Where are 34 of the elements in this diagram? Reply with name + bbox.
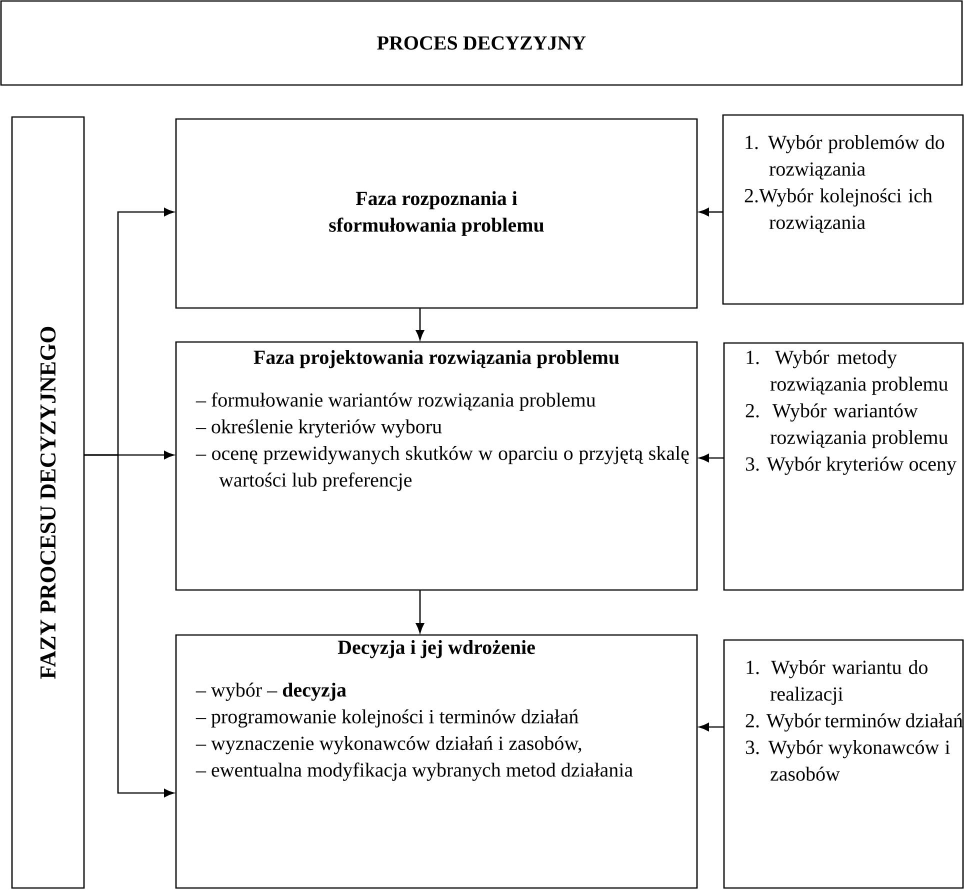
side-box [11,116,85,889]
note-box [723,342,964,591]
arrow [416,308,424,340]
phase-box [175,341,698,591]
box-heading: Faza projektowania rozwiązania problemu [254,350,620,368]
note-box [722,114,964,305]
bullet-item: – wybór – decyzja [196,682,346,701]
bullet-item: – programowanie kolejności i terminów działań [196,709,578,728]
arrow [699,208,723,216]
list-item: 1. Wybór metody rozwiązania problemu [746,350,948,395]
note-box [723,639,964,889]
list-item: 1. Wybór wariantu do realizacji [746,660,928,705]
arrow [699,454,724,462]
bullet-item: – określenie kryteriów wyboru [196,419,442,438]
bullet-item: – wyznaczenie wykonawców działań i zasobów, [196,736,582,754]
box-heading: PROCES DECYZYJNY [377,36,586,50]
bullet-item: – formułowanie wariantów rozwiązania problemu [196,392,596,411]
phase-box [175,634,698,889]
phase-box [175,118,698,309]
bullet-item: – ewentualna modyfikacja wybranych metod działania [196,762,633,781]
title-box [0,0,963,86]
list-item: 3. Wybór wykonawców i zasobów [746,740,950,781]
box-heading: Decyzja i jej wdrożenie [338,640,535,658]
list-item: 2.Wybór kolejności ich rozwiązania [744,188,932,233]
arrow [416,590,424,634]
bullet-item: – ocenę przewidywanych skutków w oparciu o przyjętą skalę wartości lub preferencje [196,446,689,491]
arrow [84,454,174,798]
list-item: 2. Wybór wariantów rozwiązania problemu [746,403,948,448]
list-item: 1. Wybór problemów do rozwiązania [746,135,944,180]
box-heading: Faza rozpoznania i sformułowania problemu [329,191,544,236]
side-heading: FAZY PROCESU DECYZYJNEGO [40,326,56,679]
list-item: 2. Wybór terminów działań [746,713,963,732]
arrow [699,722,724,732]
list-item: 3. Wybór kryteriów oceny [746,456,956,475]
